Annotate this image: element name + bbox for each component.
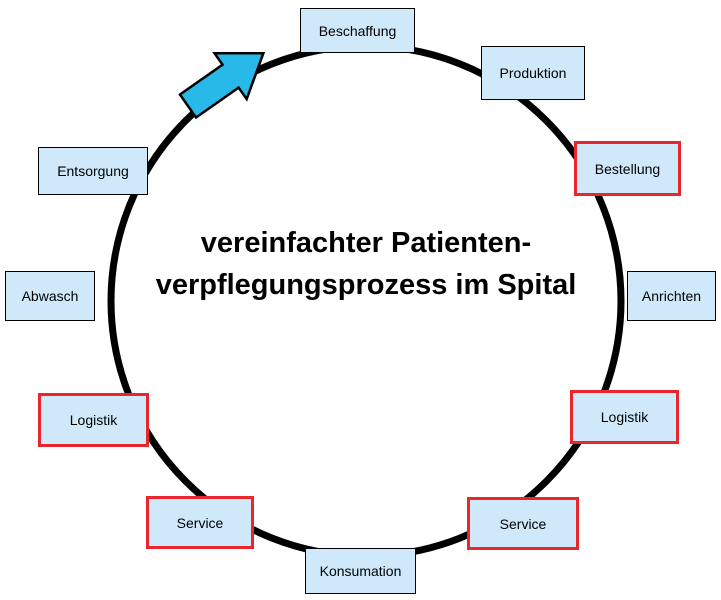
node-label: Beschaffung [318,22,397,39]
node-label: Entsorgung [57,163,129,179]
node-abwasch: Abwasch [5,271,95,321]
node-service-right: Service [467,497,579,550]
diagram-title-line2: verpflegungsprozess im Spital [155,269,577,302]
node-service-left: Service [146,496,254,549]
node-label: Logistik [69,412,118,428]
node-label: Anrichten [641,288,702,304]
node-logistik-left: Logistik [38,393,149,447]
node-label: Konsumation [319,563,402,579]
node-entsorgung: Entsorgung [38,147,148,195]
node-label: Logistik [600,409,649,425]
node-beschaffung: Beschaffung [300,8,415,53]
node-label: Service [499,515,547,532]
node-bestellung: Bestellung [574,141,681,196]
node-konsumation: Konsumation [305,548,416,594]
node-anrichten: Anrichten [627,271,716,321]
node-label: Produktion [499,65,567,81]
diagram-title-line1: vereinfachter Patienten- [200,227,532,259]
node-label: Abwasch [21,288,79,304]
node-label: Bestellung [594,160,661,177]
node-logistik-right: Logistik [570,390,679,444]
node-label: Service [176,514,224,531]
clockwise-arrow-icon [178,51,266,120]
node-produktion: Produktion [481,46,585,100]
diagram-title: vereinfachter Patienten- verpflegungspro… [110,222,622,306]
